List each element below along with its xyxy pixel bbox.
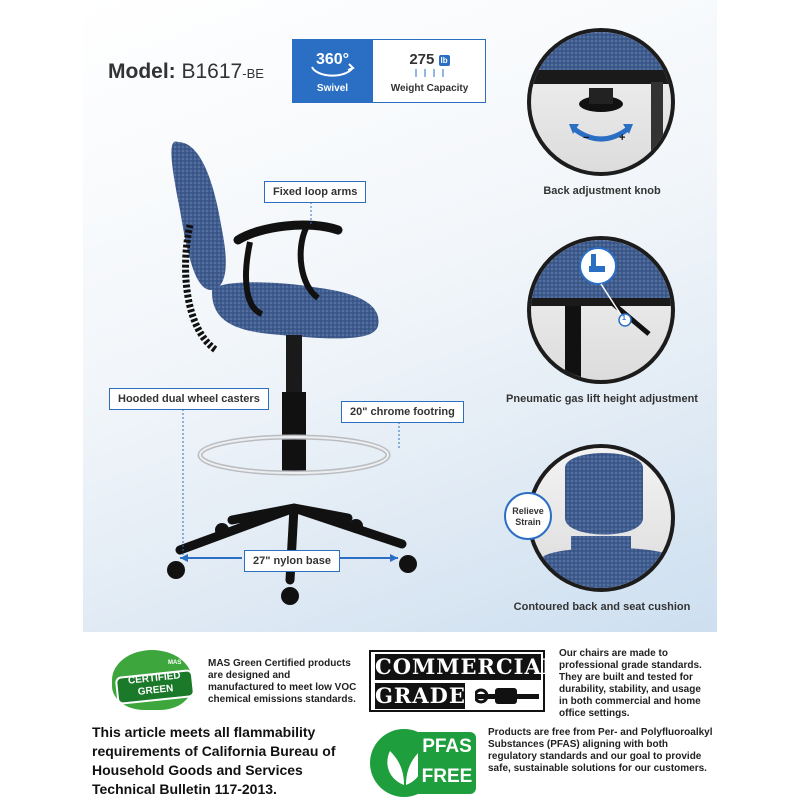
swivel-value: 360° bbox=[315, 51, 350, 68]
weight-label: Weight Capacity bbox=[390, 83, 469, 94]
adjust-arrows-icon bbox=[571, 125, 631, 142]
callout-base: 27" nylon base bbox=[244, 550, 340, 572]
model-suffix: -BE bbox=[242, 66, 264, 81]
caption-cushion: Contoured back and seat cushion bbox=[513, 601, 691, 613]
gas-lift-image bbox=[531, 240, 671, 380]
weight-ticks-icon bbox=[415, 69, 444, 77]
wrench-fist-icon bbox=[475, 688, 539, 704]
callout-leaders bbox=[180, 202, 400, 562]
swivel-badge: 360° Swivel bbox=[292, 39, 373, 103]
mas-logo-line2: GREEN bbox=[137, 683, 174, 698]
pfas-free-logo: PFAS FREE bbox=[370, 729, 478, 797]
commercial-text: Our chairs are made to professional grad… bbox=[559, 648, 702, 719]
marker-label: 1 bbox=[622, 315, 626, 322]
model-label: Model: bbox=[108, 60, 176, 83]
relieve-strain-badge: Relieve Strain bbox=[504, 492, 552, 540]
detail-gas-lift: 1 bbox=[527, 236, 675, 384]
swivel-360-icon bbox=[311, 63, 355, 77]
cushion-image bbox=[541, 453, 671, 588]
caption-back-knob: Back adjustment knob bbox=[543, 185, 661, 197]
weight-badge: 275 lb Weight Capacity bbox=[373, 39, 486, 103]
weight-icon: lb bbox=[438, 54, 450, 66]
relieve-label: Relieve bbox=[512, 506, 544, 516]
weight-value-row: 275 lb bbox=[373, 51, 486, 68]
weight-value: 275 bbox=[409, 51, 435, 68]
pfas-text-box: PFAS FREE bbox=[418, 732, 476, 794]
chair-illustration bbox=[167, 141, 417, 605]
mas-small-label: MAS bbox=[168, 660, 182, 666]
caption-gas-lift: Pneumatic gas lift height adjustment bbox=[506, 393, 698, 405]
strain-label: Strain bbox=[515, 517, 541, 527]
mas-certified-logo: CERTIFIED GREEN MAS bbox=[108, 650, 198, 710]
flammability-text: This article meets all flammability requ… bbox=[92, 724, 336, 797]
commercial-line2: GRADE bbox=[375, 683, 466, 709]
model-title: Model: B1617-BE bbox=[108, 60, 264, 84]
callout-casters: Hooded dual wheel casters bbox=[109, 388, 269, 410]
pfas-line1: PFAS bbox=[422, 736, 472, 757]
detail-back-knob: − + bbox=[527, 28, 675, 176]
plus-label: + bbox=[619, 132, 626, 144]
back-knob-image bbox=[531, 32, 671, 172]
pfas-line2: FREE bbox=[421, 766, 473, 787]
callout-footring: 20" chrome footring bbox=[341, 401, 464, 423]
pfas-text: Products are free from Per- and Polyfluo… bbox=[488, 727, 713, 774]
commercial-line1: COMMERCIAL bbox=[375, 654, 558, 680]
mas-text: MAS Green Certified products are designe… bbox=[208, 658, 357, 705]
model-code: B1617 bbox=[181, 60, 243, 83]
minus-label: − bbox=[583, 132, 590, 144]
commercial-grade-logo: COMMERCIAL GRADE bbox=[369, 650, 558, 712]
callout-arms: Fixed loop arms bbox=[264, 181, 367, 203]
swivel-label: Swivel bbox=[316, 83, 349, 94]
